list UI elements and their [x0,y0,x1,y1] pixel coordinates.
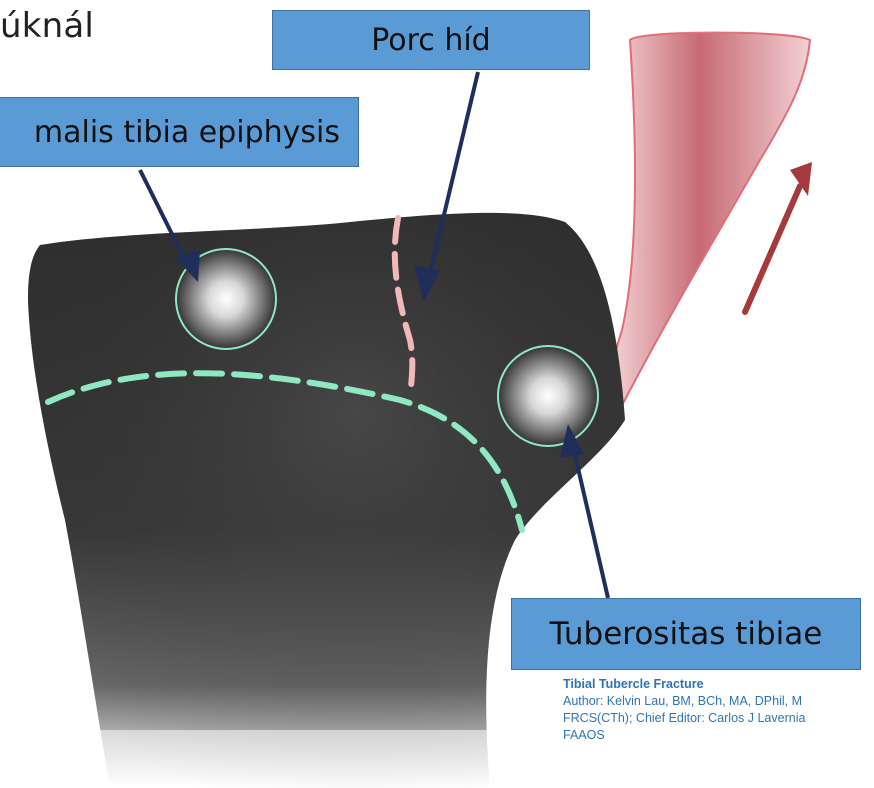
epiphysis-label: malis tibia epiphysis [0,97,359,167]
porc-hid-text: Porc híd [371,23,490,58]
citation-line-3: FAAOS [563,727,874,744]
epiphysis-text: malis tibia epiphysis [34,115,340,150]
patellar-tendon [609,28,820,425]
tuberositas-text: Tuberositas tibiae [550,616,823,652]
pull-arrow [745,162,812,312]
slide-heading: úknál [0,6,94,46]
source-citation: Tibial Tubercle Fracture Author: Kelvin … [563,676,874,744]
tibia-bone [28,213,625,788]
citation-title: Tibial Tubercle Fracture [563,676,874,693]
tuberositas-label: Tuberositas tibiae [511,598,861,670]
citation-line-2: FRCS(CTh); Chief Editor: Carlos J Lavern… [563,710,874,727]
tuberositas-pointer-arrow [572,442,608,598]
tuberosity-ossification-center [498,346,598,446]
porc-hid-label: Porc híd [272,10,590,70]
citation-line-1: Author: Kelvin Lau, BM, BCh, MA, DPhil, … [563,693,874,710]
